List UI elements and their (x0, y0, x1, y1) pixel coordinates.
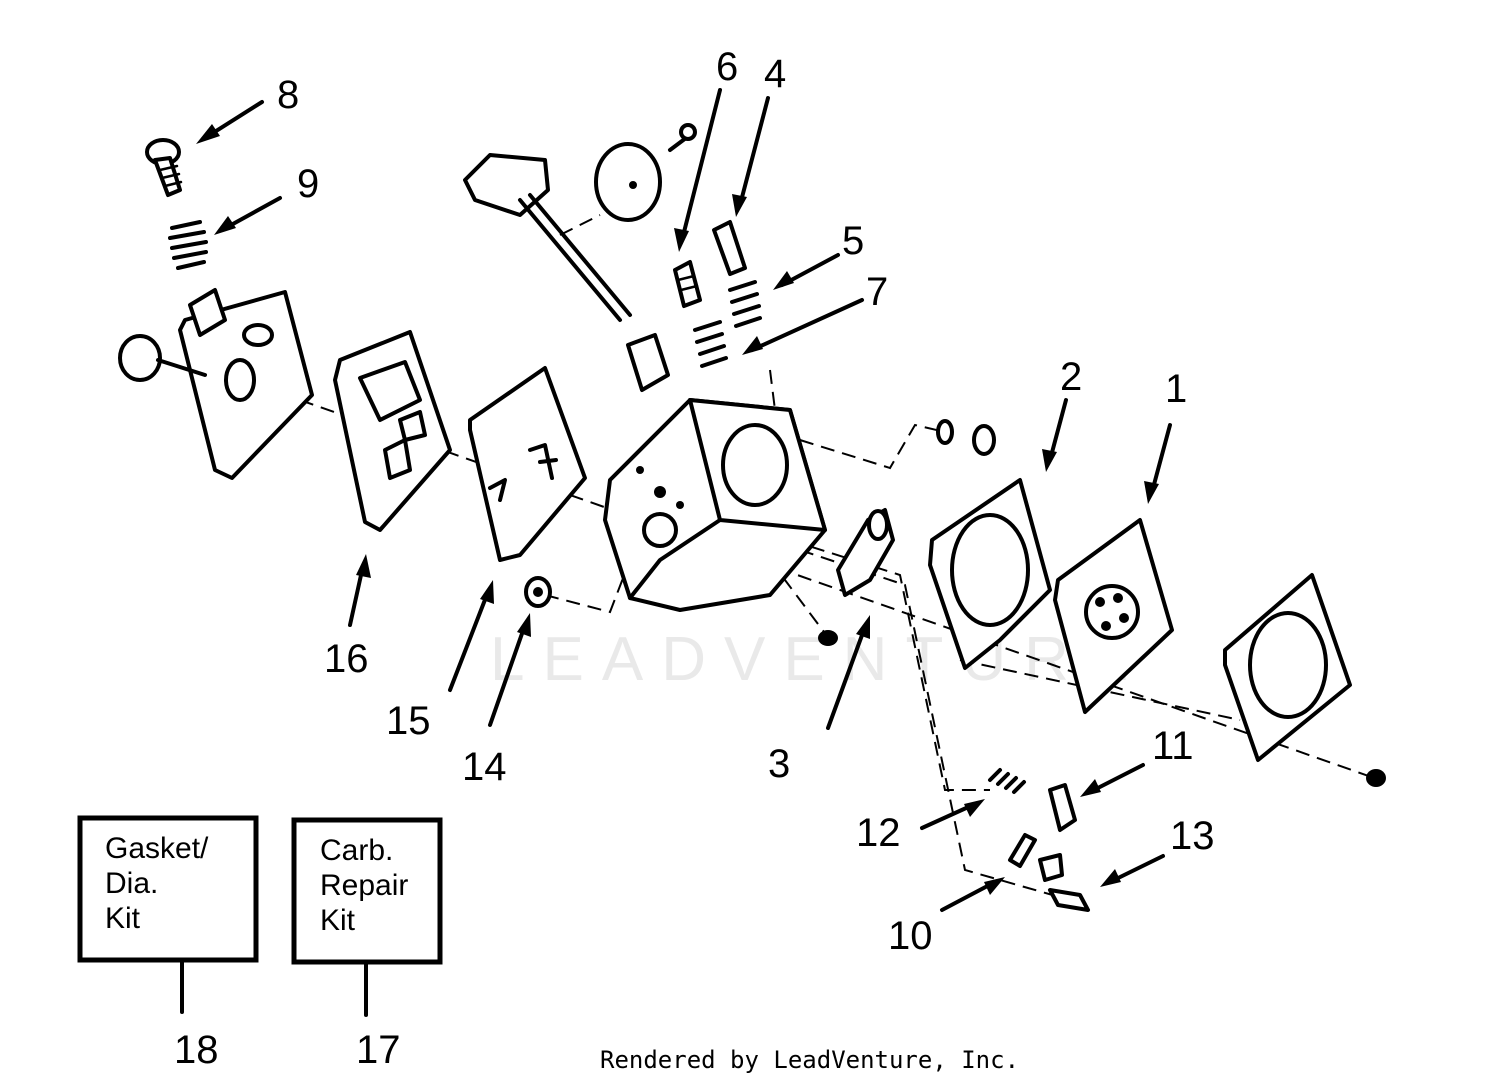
part-12-spring (988, 768, 1026, 794)
callout-9: 9 (297, 162, 319, 206)
part-8-screw (145, 138, 183, 197)
part-16-gasket (333, 330, 452, 532)
callout-7: 7 (866, 270, 888, 314)
part-3-lever (836, 508, 895, 597)
callout-4: 4 (764, 52, 786, 96)
callout-10: 10 (888, 914, 933, 958)
part-13-screw (1048, 888, 1090, 912)
part-1-diaphragm (1053, 518, 1174, 714)
callout-1: 1 (1165, 367, 1187, 411)
part-5-spring (728, 280, 762, 328)
carburetor-body (603, 398, 827, 612)
part-4-needle (712, 220, 747, 276)
credit-text: Rendered by LeadVenture, Inc. (600, 1046, 1019, 1074)
callout-5: 5 (842, 219, 864, 263)
callout-2: 2 (1060, 355, 1082, 399)
part-10-pin (1008, 833, 1064, 882)
gasket-kit-box: Gasket/ Dia. Kit (77, 815, 259, 1014)
part-7-spring (693, 320, 728, 368)
callout-8: 8 (277, 73, 299, 117)
o-ring-parts (936, 419, 996, 456)
part-2-gasket (928, 478, 1052, 670)
diaphragm-cover-part (1223, 573, 1352, 762)
callout-14: 14 (462, 745, 507, 789)
callout-arrows (196, 88, 1172, 912)
part-6-needle (673, 260, 702, 308)
callout-18: 18 (174, 1028, 219, 1072)
part-9-spring (168, 220, 208, 270)
part-14-nut (524, 576, 552, 608)
callout-labels: 8 9 6 4 5 7 2 1 16 15 14 3 11 12 13 10 1… (174, 45, 1215, 1072)
small-screw-part (818, 630, 838, 646)
cover-screw-part (1366, 769, 1386, 787)
cover-plate-part (118, 288, 314, 480)
callout-15: 15 (386, 699, 431, 743)
repair-kit-box: Carb. Repair Kit (291, 817, 443, 1017)
repair-kit-line-1: Carb. (320, 834, 393, 867)
callout-16: 16 (324, 637, 369, 681)
gasket-kit-line-3: Kit (105, 902, 141, 935)
callout-17: 17 (356, 1028, 401, 1072)
throttle-shaft (463, 123, 697, 392)
callout-13: 13 (1170, 814, 1215, 858)
repair-kit-line-2: Repair (320, 869, 408, 902)
gasket-kit-line-1: Gasket/ (105, 832, 209, 865)
callout-11: 11 (1152, 724, 1194, 768)
part-11-arm (1048, 783, 1077, 832)
gasket-kit-line-2: Dia. (105, 867, 158, 900)
callout-12: 12 (856, 811, 901, 855)
repair-kit-line-3: Kit (320, 904, 356, 937)
watermark-text: LEADVENTURE (490, 625, 1146, 694)
part-15-plate (468, 366, 587, 562)
callout-3: 3 (768, 742, 790, 786)
callout-6: 6 (716, 45, 738, 89)
